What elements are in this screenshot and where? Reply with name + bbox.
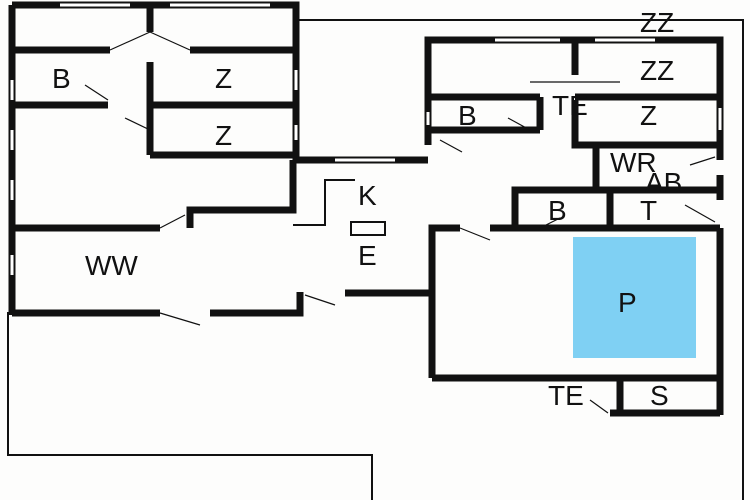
room-label-living: WW: [85, 250, 138, 281]
room-label-zz: ZZ: [640, 55, 674, 86]
room-label-z: Z: [215, 63, 232, 94]
room-label-pool: P: [618, 287, 637, 318]
room-label-sauna: S: [650, 380, 669, 411]
room-label-wr: WR: [610, 147, 657, 178]
room-label-t: T: [640, 195, 657, 226]
room-label-z: Z: [640, 100, 657, 131]
room-label-b: B: [548, 195, 567, 226]
door-swings: [84, 31, 716, 414]
walls-left-wing: [8, 1, 432, 317]
room-label-b: B: [458, 100, 477, 131]
room-label-b: B: [52, 63, 71, 94]
property-boundary: [7, 19, 744, 500]
walls-right-wing: [424, 36, 724, 417]
room-label-te: TE: [552, 90, 588, 121]
pool: [573, 237, 696, 358]
room-label-entrance: E: [358, 240, 377, 271]
room-label-kitchen: K: [358, 180, 377, 211]
room-label-ab: AB: [645, 167, 682, 198]
room-label-z: Z: [215, 120, 232, 151]
room-label-outer-zz: ZZ: [640, 7, 674, 38]
room-label-te: TE: [548, 380, 584, 411]
